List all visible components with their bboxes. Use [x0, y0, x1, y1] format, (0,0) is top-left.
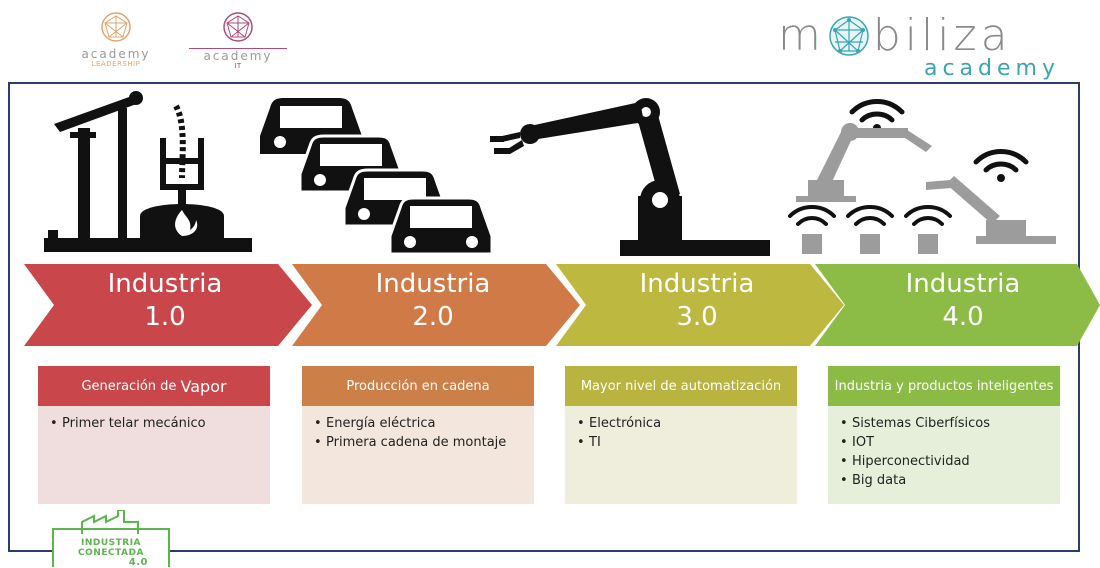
network-globe-icon — [829, 16, 869, 56]
steam-engine-icon — [44, 91, 252, 252]
list-item: Energía eléctrica — [314, 414, 524, 433]
logo-subtitle: IT — [234, 62, 242, 70]
logo-name: academy — [81, 47, 151, 61]
robot-arm-icon — [490, 98, 770, 256]
badge-line: INDUSTRIA — [80, 538, 142, 548]
stage-box-header: Industria y productos inteligentes — [828, 366, 1060, 406]
stage-title: Industria — [639, 269, 755, 299]
wifi-icon — [973, 149, 1029, 173]
badge-line: 4.0 — [128, 557, 148, 568]
stage-version: 3.0 — [676, 302, 718, 332]
mobiliza-academy-logo: m biliza academy — [778, 14, 1088, 80]
list-item: Primer telar mecánico — [50, 414, 260, 433]
factory-icon — [81, 510, 139, 534]
stage-box-1: Generación de Vapor Primer telar mecánic… — [38, 366, 270, 504]
academy-it-logo: academy IT — [188, 10, 288, 71]
stage-title: Industria — [905, 269, 1021, 299]
stage-label-1: Industria 1.0 — [60, 268, 270, 334]
logo-title-part: m — [778, 10, 825, 61]
wifi-icon — [788, 205, 952, 226]
list-item: Hiperconectividad — [840, 452, 1050, 471]
list-item: Sistemas Ciberfísicos — [840, 414, 1050, 433]
stage-version: 2.0 — [412, 302, 454, 332]
stage-label-4: Industria 4.0 — [858, 268, 1068, 334]
stage-box-2: Producción en cadena Energía eléctrica P… — [302, 366, 534, 504]
stage-box-3: Mayor nivel de automatización Electrónic… — [565, 366, 797, 504]
stage-box-header-text: Generación de — [81, 378, 181, 394]
list-item: TI — [577, 433, 787, 452]
logo-subtitle: LEADERSHIP — [91, 60, 141, 68]
stage-box-body: Primer telar mecánico — [38, 406, 270, 504]
stage-box-header-text: Producción en cadena — [346, 378, 490, 394]
badge-line: CONECTADA — [78, 548, 144, 558]
list-item: Big data — [840, 471, 1050, 490]
stage-box-body: Electrónica TI — [565, 406, 797, 504]
stage-box-header-text: Mayor nivel de automatización — [580, 378, 782, 394]
stage-box-header-text: Industria y productos inteligentes — [834, 378, 1054, 394]
stage-arrow-1 — [24, 264, 312, 346]
stage-label-2: Industria 2.0 — [328, 268, 538, 334]
list-item: Electrónica — [577, 414, 787, 433]
stage-box-body: Sistemas Ciberfísicos IOT Hiperconectivi… — [828, 406, 1060, 504]
stage-title: Industria — [375, 269, 491, 299]
car-icon — [388, 196, 494, 256]
stage-title: Industria — [107, 269, 223, 299]
wifi-icon — [849, 99, 905, 123]
logo-title-part: biliza — [872, 10, 1012, 61]
logo-subtitle: academy — [923, 56, 1060, 81]
academy-leadership-logo: academy LEADERSHIP — [66, 10, 166, 69]
network-globe-icon — [101, 12, 131, 42]
stage-version: 1.0 — [144, 302, 186, 332]
list-item: Primera cadena de montaje — [314, 433, 524, 452]
stage-box-4: Industria y productos inteligentes Siste… — [828, 366, 1060, 504]
stage-arrow-4 — [815, 264, 1100, 346]
stage-box-body: Energía eléctrica Primera cadena de mont… — [302, 406, 534, 504]
stage-box-header: Mayor nivel de automatización — [565, 366, 797, 406]
car-assembly-line-icon — [260, 98, 494, 256]
stage-box-header-emphasis: Vapor — [180, 376, 227, 396]
stage-arrow-3 — [556, 264, 844, 346]
stage-box-header: Generación de Vapor — [38, 366, 270, 406]
logo-name: academy — [203, 49, 273, 63]
stage-version: 4.0 — [942, 302, 984, 332]
stage-label-3: Industria 3.0 — [592, 268, 802, 334]
stage-arrow-2 — [292, 264, 580, 346]
industria-conectada-badge: INDUSTRIA CONECTADA 4.0 — [52, 510, 170, 568]
stage-box-header: Producción en cadena — [302, 366, 534, 406]
smart-factory-robots-icon — [788, 99, 1056, 254]
network-globe-icon — [223, 12, 253, 42]
list-item: IOT — [840, 433, 1050, 452]
